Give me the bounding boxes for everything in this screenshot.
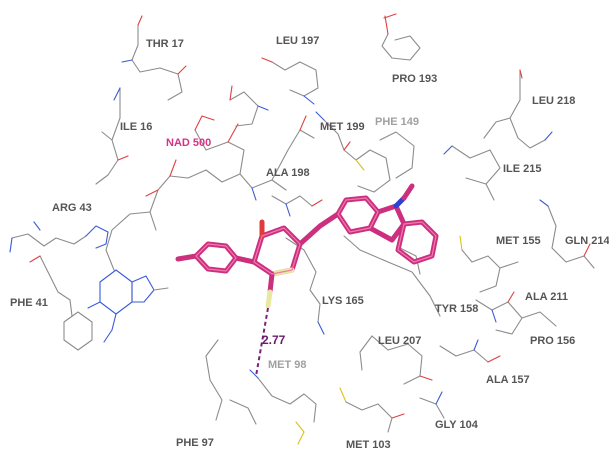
- nad-adenine-sticks: [87, 269, 169, 343]
- label-ile16: ILE 16: [120, 121, 152, 133]
- residue-lys165-tyr158-sticks: [285, 235, 441, 335]
- label-ala157: ALA 157: [486, 374, 530, 386]
- label-phe97: PHE 97: [176, 437, 214, 449]
- protein-residues: [9, 13, 595, 445]
- residue-met98-phe97-sticks: [205, 339, 317, 445]
- residue-ala198-sticks: [271, 195, 323, 217]
- label-thr17: THR 17: [146, 38, 184, 50]
- label-met103: MET 103: [346, 439, 391, 451]
- label-ile215: ILE 215: [503, 163, 542, 175]
- ligand-molecule: [175, 183, 439, 309]
- label-tyr158: TYR 158: [435, 303, 478, 315]
- residue-thr17-sticks: [121, 15, 187, 101]
- residue-phe41-sticks: [29, 255, 93, 351]
- residue-ile16-sticks: [95, 87, 129, 185]
- label-phe41: PHE 41: [10, 297, 48, 309]
- label-leu218: LEU 218: [532, 95, 575, 107]
- residue-ala211-pro156-sticks: [439, 291, 557, 363]
- label-ala198: ALA 198: [266, 167, 310, 179]
- label-phe149: PHE 149: [375, 116, 419, 128]
- hbond-distance-label: 2.77: [262, 333, 286, 347]
- residue-ile215-sticks: [443, 145, 501, 201]
- residue-met155-sticks: [459, 235, 519, 293]
- residue-leu197-sticks: [261, 57, 319, 105]
- residue-arg43-sticks: [9, 221, 109, 253]
- residue-leu207-sticks: [359, 335, 433, 385]
- label-met155: MET 155: [496, 235, 541, 247]
- label-gly104: GLY 104: [435, 419, 479, 431]
- residue-met103-gly104-sticks: [339, 387, 445, 433]
- label-pro156: PRO 156: [530, 335, 575, 347]
- residue-met199-phe149-sticks: [315, 111, 415, 193]
- residue-leu218-sticks: [483, 69, 553, 149]
- label-ala211: ALA 211: [525, 291, 568, 303]
- label-lys165: LYS 165: [322, 295, 364, 307]
- label-met98: MET 98: [268, 359, 307, 371]
- hydrogen-bond-line: [255, 307, 269, 377]
- residue-gln214-sticks: [539, 199, 595, 269]
- label-arg43: ARG 43: [52, 202, 92, 214]
- residue-pro193-sticks: [381, 13, 421, 61]
- label-nad500: NAD 500: [166, 137, 211, 149]
- label-leu197: LEU 197: [276, 35, 319, 47]
- nad500-sticks: [105, 85, 315, 271]
- label-pro193: PRO 193: [392, 73, 437, 85]
- label-leu207: LEU 207: [378, 335, 421, 347]
- residue-labels: THR 17 LEU 197 PRO 193 LEU 218 ILE 16 NA…: [10, 35, 609, 451]
- label-met199: MET 199: [320, 121, 365, 133]
- label-gln214: GLN 214: [565, 235, 609, 247]
